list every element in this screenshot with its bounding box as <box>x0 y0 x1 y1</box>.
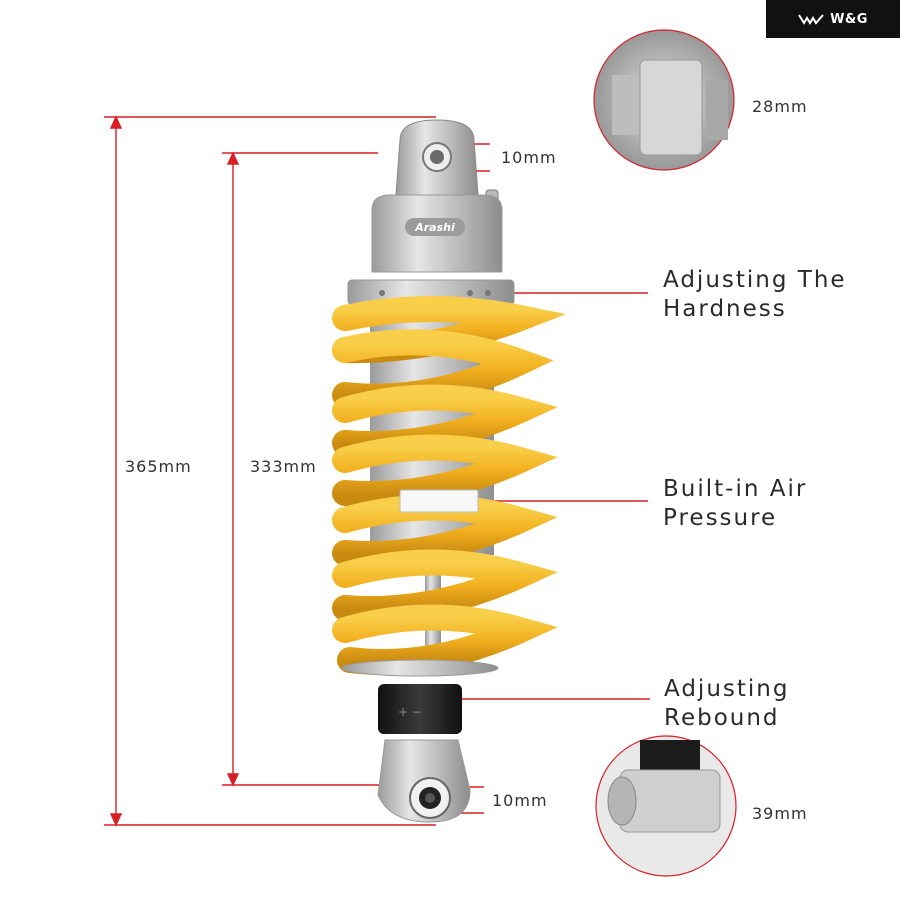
lower-spring-seat <box>341 659 499 677</box>
callout-hardness: Adjusting The Hardness <box>663 266 847 324</box>
top-eye-diameter-label: 10mm <box>501 148 557 167</box>
callout-rebound-line1: Adjusting <box>664 676 790 702</box>
top-mount-detail-view <box>593 29 735 171</box>
callout-air-pressure: Built-in Air Pressure <box>663 475 807 533</box>
callout-air-line2: Pressure <box>663 505 778 531</box>
yellow-spring <box>332 296 567 675</box>
wing-logo-icon <box>798 14 824 25</box>
callout-rebound: Adjusting Rebound <box>664 675 789 733</box>
callout-air-line1: Built-in Air <box>663 476 808 502</box>
callout-rebound-line2: Rebound <box>664 705 780 731</box>
rebound-adjuster-knob <box>378 684 462 734</box>
bottom-mount-detail-view <box>595 735 737 877</box>
reservoir-head: Arashi <box>347 194 515 306</box>
callout-hardness-line2: Hardness <box>663 296 787 322</box>
brand-name: W&G <box>830 11 868 27</box>
bottom-eye-diameter-label: 10mm <box>492 791 548 810</box>
top-eye-mount <box>395 119 499 205</box>
body-length-label: 333mm <box>250 457 317 476</box>
total-length-label: 365mm <box>125 457 192 476</box>
product-logo: Arashi <box>414 221 455 234</box>
warning-label <box>399 489 479 513</box>
callout-hardness-line1: Adjusting The <box>663 267 847 293</box>
bottom-eye-mount <box>377 739 471 823</box>
plus-minus-marks: + − <box>398 705 422 719</box>
brand-badge: W&G <box>766 0 900 38</box>
bottom-mount-width-label: 39mm <box>752 804 808 823</box>
top-mount-width-label: 28mm <box>752 97 808 116</box>
